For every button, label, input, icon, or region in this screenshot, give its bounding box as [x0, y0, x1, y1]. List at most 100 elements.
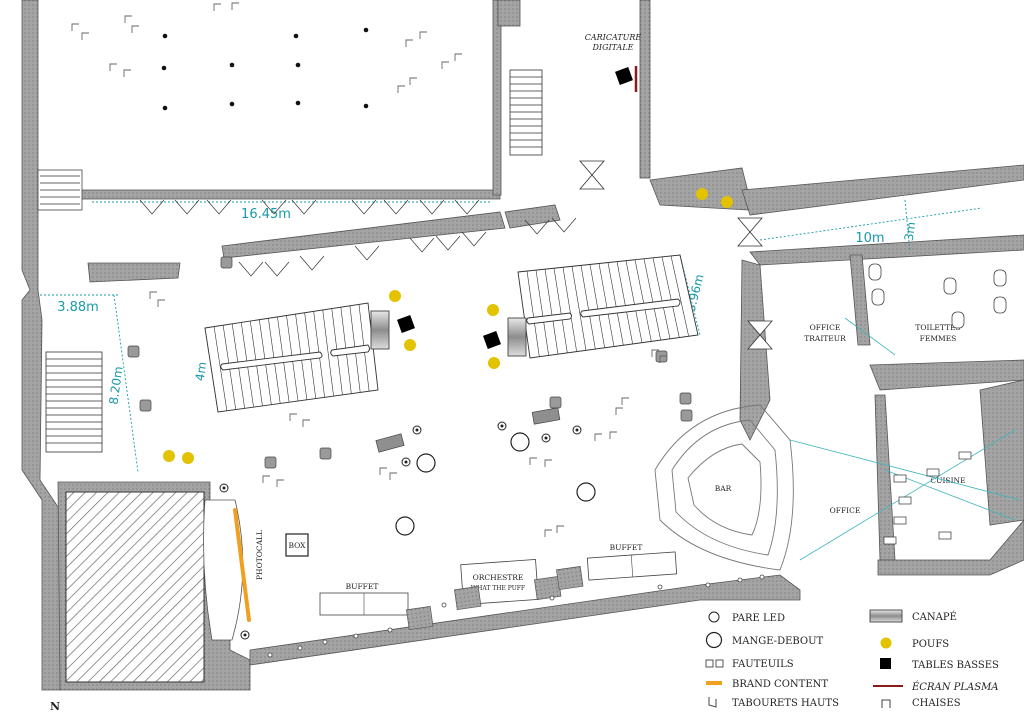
legend-item-mange-debout: MANGE-DEBOUT [705, 631, 824, 649]
chaise [131, 25, 139, 33]
chaise [389, 472, 397, 480]
table-basse [397, 315, 415, 333]
high-stool [229, 101, 235, 107]
bar: BAR [654, 404, 794, 571]
legend-item-canape: CANAPÉ [869, 609, 957, 623]
furniture [71, 2, 1021, 658]
kitchen-unit [926, 468, 940, 477]
fauteuil [680, 409, 693, 422]
photocall: PHOTOCALL [203, 499, 264, 641]
wall-light [759, 574, 765, 580]
legend: PARE LED MANGE-DEBOUT FAUTEUILS BRAND CO… [705, 609, 999, 709]
wall-light [387, 627, 393, 633]
wall-light [267, 652, 273, 658]
kitchen-unit [938, 531, 952, 540]
mange-debout [510, 432, 530, 452]
legend-item-tabourets-hauts: TABOURETS HAUTS [708, 697, 839, 709]
kitchen-unit [958, 451, 972, 460]
chaise [157, 299, 165, 307]
chaise [276, 479, 284, 487]
chaise [419, 31, 427, 39]
chaise [556, 525, 564, 533]
wall-light [657, 584, 663, 590]
canape-icon [869, 609, 903, 623]
double-door [579, 160, 605, 190]
chaise [262, 475, 270, 483]
svg-text:PHOTOCALL: PHOTOCALL [255, 530, 264, 580]
staircase-top [509, 69, 543, 156]
stage-left [204, 302, 379, 413]
svg-text:ÉCRAN PLASMA: ÉCRAN PLASMA [911, 681, 999, 693]
door [435, 235, 461, 251]
legend-item-pare-led: PARE LED [708, 611, 785, 624]
kitchen-unit [898, 496, 912, 505]
service-line [844, 317, 896, 356]
door [206, 199, 232, 215]
fauteuil [264, 456, 277, 469]
chaise [71, 23, 79, 31]
pouf [488, 357, 500, 369]
box: BOX [285, 533, 309, 557]
chaise [109, 63, 117, 71]
fauteuil [220, 256, 233, 269]
svg-text:4m: 4m [193, 361, 210, 382]
buffet-left: BUFFET [319, 582, 409, 616]
chaise [123, 69, 131, 77]
pare-led [401, 457, 411, 467]
toilet [943, 277, 957, 295]
door [461, 231, 487, 247]
chaise [454, 53, 462, 61]
toilet [951, 311, 965, 329]
stage-right [517, 254, 699, 359]
hatched-room [65, 491, 205, 683]
cuisine-label: CUISINE [930, 476, 965, 485]
door [354, 245, 380, 261]
fauteuil [549, 396, 562, 409]
toilettes-label: TOILETTES FEMMES [915, 323, 960, 343]
wall-light [737, 577, 743, 583]
office-traiteur-label: OFFICE TRAITEUR [804, 323, 846, 343]
high-stool [229, 62, 235, 68]
staircase-left [45, 351, 103, 453]
mange-debout-icon [705, 631, 723, 649]
chaise [231, 2, 239, 10]
door [261, 199, 287, 215]
high-table [375, 433, 405, 453]
pare-led-icon [708, 611, 720, 623]
pouf [696, 188, 708, 200]
chaise [379, 467, 387, 475]
door [409, 237, 435, 253]
svg-text:POUFS: POUFS [912, 639, 949, 650]
svg-text:TRAITEUR: TRAITEUR [804, 334, 846, 343]
svg-text:BRAND CONTENT: BRAND CONTENT [732, 679, 828, 690]
chaise [405, 39, 413, 47]
legend-item-poufs: POUFS [880, 637, 949, 650]
chaise [213, 3, 221, 11]
chaise [302, 419, 310, 427]
high-stool [363, 103, 369, 109]
chaise [81, 32, 89, 40]
fauteuil [319, 447, 332, 460]
double-door [747, 320, 773, 350]
buffet-right: BUFFET [586, 543, 678, 581]
staircase-top-left [40, 175, 80, 205]
wall-light [322, 639, 328, 645]
kitchen-unit [893, 474, 907, 483]
svg-text:TABLES BASSES: TABLES BASSES [912, 660, 999, 671]
door [174, 199, 200, 215]
chaise [621, 397, 629, 405]
chaise [609, 431, 617, 439]
svg-text:FAUTEUILS: FAUTEUILS [732, 659, 794, 670]
chaise [529, 457, 537, 465]
chaise [149, 291, 157, 299]
pare-led [541, 433, 551, 443]
service-line [884, 469, 1016, 521]
door [139, 199, 165, 215]
door [264, 261, 290, 277]
mange-debout [395, 516, 415, 536]
pouf [487, 304, 499, 316]
pillar [454, 586, 482, 610]
legend-item-brand-content: BRAND CONTENT [706, 679, 828, 690]
svg-text:CANAPÉ: CANAPÉ [912, 611, 957, 623]
caricature-label: CARICATURE DIGITALE [585, 33, 642, 52]
